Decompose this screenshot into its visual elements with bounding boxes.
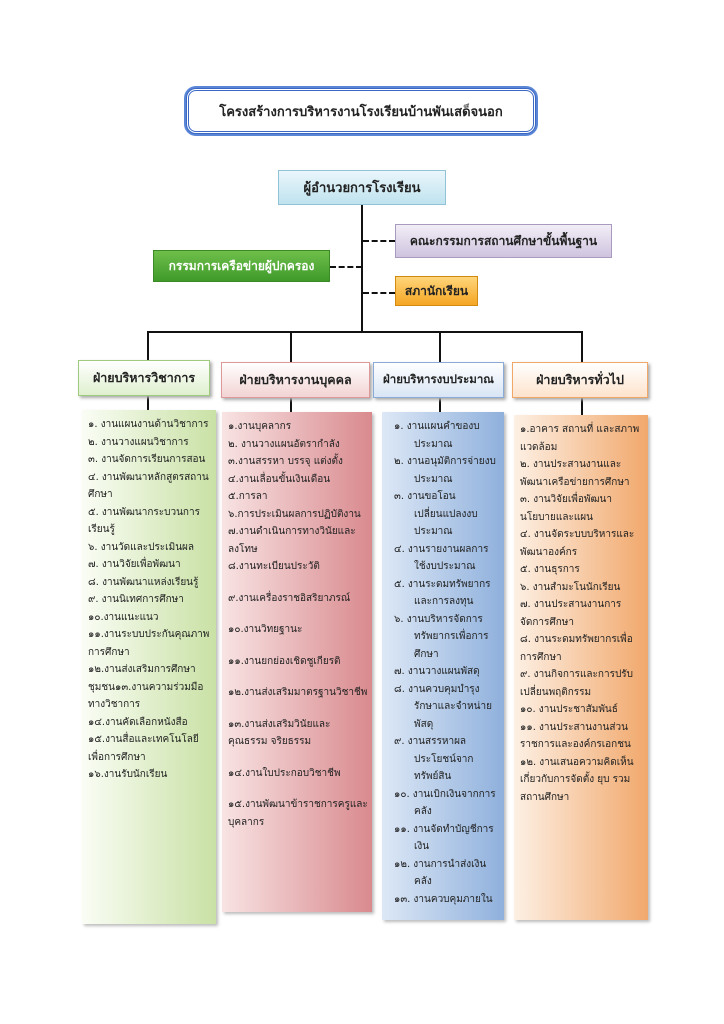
parent-network-box: กรรมการเครือข่ายผู้ปกครอง (153, 250, 330, 282)
connector-line (290, 331, 292, 363)
task-item: ๒. งานวางแผนวิชาการ (88, 436, 189, 448)
task-item: ๑๒. งานการนำส่งเงินคลัง (394, 858, 487, 888)
task-item: ๔.งานเลื่อนขั้นเงินเดือน (228, 473, 331, 485)
task-item: ๖.การประเมินผลการปฏิบัติงาน (228, 508, 361, 520)
task-item: ๑๔.งานใบประกอบวิชาชีพ (228, 767, 341, 779)
task-item: ๔. งานพัฒนาหลักสูตรสถานศึกษา (88, 471, 209, 501)
task-item: ๙. งานสรรหาผลประโยชน์จากทรัพย์สิน (394, 736, 474, 782)
connector-line (147, 396, 149, 410)
task-item: ๑๒. งานเสนอความคิดเห็นเกี่ยวกับการจัดตั้… (520, 756, 634, 803)
department-header-personnel: ฝ่ายบริหารงานบุคคล (221, 362, 370, 398)
budget-task-list: ๑. งานแผนคำของบประมาณ๒. งานอนุมัติการจ่า… (382, 412, 504, 920)
task-item: ๑. งานแผนงานด้านวิชาการ (88, 419, 209, 430)
task-item: ๘. งานควบคุมบำรุงรักษาและจำหน่ายพัสดุ (394, 683, 492, 730)
dashed-connector (363, 292, 395, 294)
task-item: ๑๔.งานคัดเลือกหนังสือ (88, 716, 188, 728)
task-item: ๑๕.งานพัฒนาข้าราชการครูและบุคลากร (228, 799, 368, 828)
task-item: ๙. งานนิเทศการศึกษา (88, 594, 184, 605)
connector-line (147, 331, 149, 361)
dashed-connector (330, 266, 362, 268)
task-item: ๑.อาคาร สถานที่ และสภาพแวดล้อม (520, 424, 640, 453)
task-item: ๘. งานพัฒนาแหล่งเรียนรู้ (88, 576, 199, 588)
task-item: ๒. งานอนุมัติการจ่ายงบประมาณ (394, 456, 496, 485)
student-council-box: สภานักเรียน (395, 276, 478, 306)
task-item: ๔. งานรายงานผลการใช้งบประมาณ (394, 543, 489, 573)
task-item: ๑๐. งานประชาสัมพันธ์ (520, 704, 618, 715)
connector-line (439, 398, 441, 412)
personnel-task-list: ๑.งานบุคลากร๒. งานวางแผนอัตรากำลัง๓.งานส… (222, 412, 372, 912)
connector-line (439, 331, 441, 363)
task-item: ๑๒.งานส่งเสริมมาตรฐานวิชาชีพ (228, 687, 368, 698)
general-task-list: ๑.อาคาร สถานที่ และสภาพแวดล้อม๒. งานประส… (514, 415, 648, 920)
task-item: ๓. งานขอโอนเปลี่ยนแปลงงบประมาณ (394, 491, 478, 537)
task-item: ๕. งานพัฒนากระบวนการเรียนรู้ (88, 506, 200, 536)
task-item: ๑๑. งานประสานงานส่วนราชการและองค์กรเอกชน (520, 721, 631, 751)
task-item: ๕. งานระดมทรัพยากรและการลงทุน (394, 578, 491, 608)
task-item: ๖. งานสำมะโนนักเรียน (520, 581, 621, 593)
task-item: ๑๑.งานระบบประกันคุณภาพการศึกษา (88, 629, 210, 658)
task-item: ๑.งานบุคลากร (228, 421, 292, 432)
task-item: ๗. งานประสานงานการจัดการศึกษา (520, 599, 622, 628)
task-item: ๙. งานกิจการและการปรับเปลี่ยนพฤติกรรม (520, 669, 634, 698)
task-item: ๒. งานวางแผนอัตรากำลัง (228, 438, 340, 450)
department-header-general: ฝ่ายบริหารทั่วไป (512, 362, 648, 398)
connector-line (361, 205, 363, 333)
task-item: ๑๐. งานเบิกเงินจากการคลัง (394, 788, 496, 818)
task-item: ๑. งานแผนคำของบประมาณ (394, 421, 480, 450)
task-item: ๑๑. งานจัดทำบัญชีการเงิน (394, 823, 494, 853)
connector-line (581, 398, 583, 415)
task-item: ๗. งานวิจัยเพื่อพัฒนา (88, 559, 181, 570)
school-board-box: คณะกรรมการสถานศึกษาขั้นพื้นฐาน (395, 224, 612, 258)
task-item: ๑๕.งานสื่อและเทคโนโลยีเพื่อการศึกษา (88, 734, 199, 763)
task-item: ๖. งานบริหารจัดการทรัพยากรเพื่อการศึกษา (394, 613, 489, 660)
director-box: ผู้อำนวยการโรงเรียน (278, 170, 446, 205)
task-item: ๑๓. งานควบคุมภายใน (394, 893, 493, 905)
task-item: ๓. งานจัดการเรียนการสอน (88, 454, 206, 465)
department-header-academic: ฝ่ายบริหารวิชาการ (78, 360, 210, 396)
connector-line (581, 331, 583, 363)
department-header-budget: ฝ่ายบริหารงบประมาณ (373, 362, 504, 398)
task-item: ๔. งานจัดระบบบริหารและพัฒนาองค์กร (520, 529, 635, 558)
task-item: ๕.การลา (228, 491, 268, 502)
dashed-connector (363, 240, 395, 242)
academic-task-list: ๑. งานแผนงานด้านวิชาการ๒. งานวางแผนวิชาก… (82, 410, 216, 924)
task-item: ๑๓.งานส่งเสริมวินัยและคุณธรรม จริยธรรม (228, 718, 331, 748)
task-item: ๘. งานระดมทรัพยากรเพื่อการศึกษา (520, 634, 633, 663)
task-item: ๗.งานดำเนินการทางวินัยและลงโทษ (228, 526, 356, 555)
task-item: ๓. งานวิจัยเพื่อพัฒนานโยบายและแผน (520, 494, 612, 523)
task-item: ๑๐.งานแนะแนว (88, 611, 159, 623)
chart-title: โครงสร้างการบริหารงานโรงเรียนบ้านพันเสด็… (186, 88, 536, 134)
task-item: ๓.งานสรรหา บรรจุ แต่งตั้ง (228, 456, 343, 467)
connector-line (290, 398, 292, 412)
task-item: ๖. งานวัดและประเมินผล (88, 541, 195, 553)
task-item: ๑๖.งานรับนักเรียน (88, 769, 168, 780)
task-item: ๕. งานธุรการ (520, 564, 580, 575)
task-item: ๑๑.งานยกย่องเชิดชูเกียรติ (228, 655, 341, 667)
task-item: ๑๒.งานส่งเสริมการศึกษาชุมชน๑๓.งานความร่ว… (88, 664, 204, 710)
connector-line (147, 331, 583, 333)
task-item: ๑๐.งานวิทยฐานะ (228, 624, 303, 635)
task-item: ๙.งานเครื่องราชอิสริยาภรณ์ (228, 592, 351, 604)
task-item: ๘.งานทะเบียนประวัติ (228, 561, 320, 572)
task-item: ๒. งานประสานงานและพัฒนาเครือข่ายการศึกษา (520, 459, 630, 488)
task-item: ๗. งานวางแผนพัสดุ (394, 666, 480, 677)
